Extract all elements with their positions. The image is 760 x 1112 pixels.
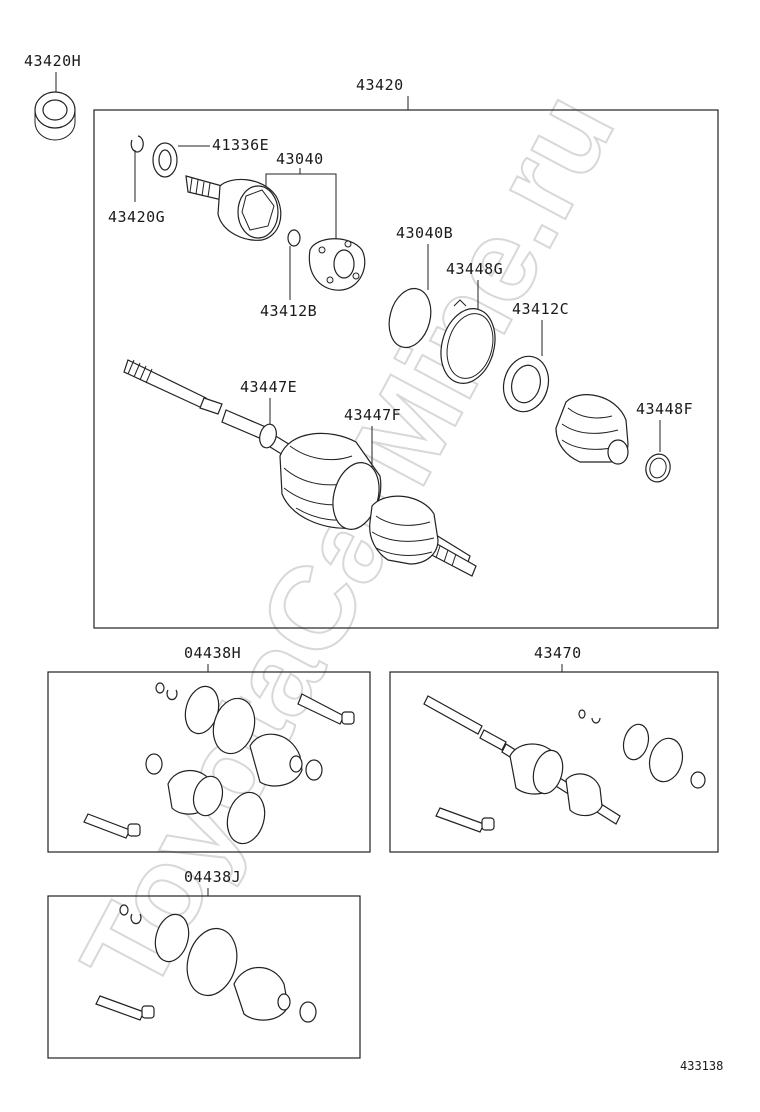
label-43420G[interactable]: 43420G: [108, 208, 165, 226]
kit-frame-04438H: [47, 671, 371, 853]
label-43420H[interactable]: 43420H: [24, 52, 81, 70]
part-boot-outer[interactable]: [555, 394, 629, 465]
kit-parts-04438J[interactable]: [95, 904, 317, 1023]
assembly-frame-43470: [389, 671, 719, 853]
part-inner-joint-43040[interactable]: [308, 238, 366, 291]
part-outer-joint-43040[interactable]: [185, 175, 282, 241]
part-boot-joint[interactable]: [369, 495, 439, 565]
diagram-code: 433138: [680, 1059, 723, 1073]
part-snap-ring-43420G[interactable]: [130, 135, 144, 153]
label-43470[interactable]: 43470: [534, 644, 582, 662]
part-band-43447E[interactable]: [257, 422, 279, 449]
assembly-frame-43420: [93, 109, 719, 629]
label-43420[interactable]: 43420: [356, 76, 404, 94]
label-43412B[interactable]: 43412B: [260, 302, 317, 320]
part-band-43448F[interactable]: [643, 451, 673, 484]
label-43040[interactable]: 43040: [276, 150, 324, 168]
label-43448F[interactable]: 43448F: [636, 400, 693, 418]
kit-frame-04438J: [47, 895, 361, 1059]
part-snap-ring-43412C[interactable]: [498, 351, 555, 416]
label-43447E[interactable]: 43447E: [240, 378, 297, 396]
part-seal-43420H[interactable]: [34, 91, 76, 141]
kit-parts-04438H[interactable]: [83, 682, 355, 848]
part-snap-ring-43412B[interactable]: [287, 229, 301, 247]
assembly-parts-43470[interactable]: [423, 695, 706, 833]
label-04438H[interactable]: 04438H: [184, 644, 241, 662]
label-41336E[interactable]: 41336E: [212, 136, 269, 154]
part-ring-43040B[interactable]: [383, 284, 437, 352]
label-43412C[interactable]: 43412C: [512, 300, 569, 318]
label-04438J[interactable]: 04438J: [184, 868, 241, 886]
label-43448G[interactable]: 43448G: [446, 260, 503, 278]
part-band-43448G[interactable]: [433, 299, 503, 389]
label-43040B[interactable]: 43040B: [396, 224, 453, 242]
part-washer-41336E[interactable]: [152, 142, 178, 178]
label-43447F[interactable]: 43447F: [344, 406, 401, 424]
